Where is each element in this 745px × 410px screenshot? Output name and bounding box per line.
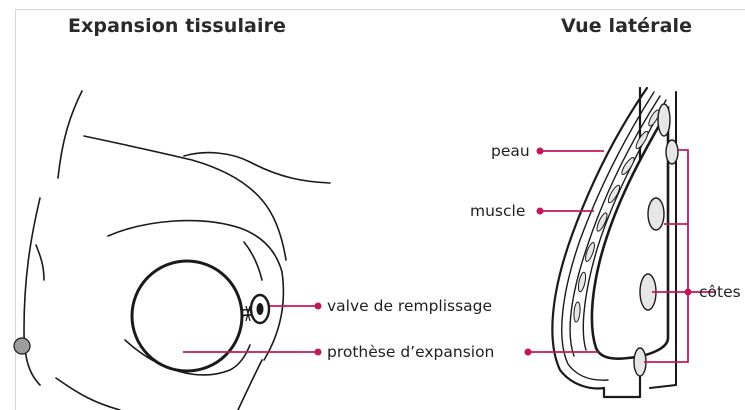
label-expansion-prosthesis: prothèse d’expansion <box>327 343 494 361</box>
left-breast-contour <box>24 198 40 385</box>
collarbone-line <box>84 136 262 200</box>
torso-left-edge <box>36 245 44 280</box>
armpit-fold <box>244 242 262 280</box>
chest-contour-upper <box>108 221 282 272</box>
fill-valve-core <box>257 303 264 315</box>
arm-inner-line <box>238 360 262 410</box>
neck-line <box>58 91 82 178</box>
shoulder-contour <box>184 153 330 183</box>
label-skin: peau <box>491 142 530 160</box>
arm-contour <box>262 200 286 260</box>
label-muscle: muscle <box>470 202 525 220</box>
label-ribs: côtes <box>699 283 741 301</box>
label-fill-valve: valve de remplissage <box>327 297 492 315</box>
tissue-expander-prosthesis <box>132 261 242 371</box>
waist-curve <box>56 378 120 410</box>
nipple <box>14 338 30 354</box>
